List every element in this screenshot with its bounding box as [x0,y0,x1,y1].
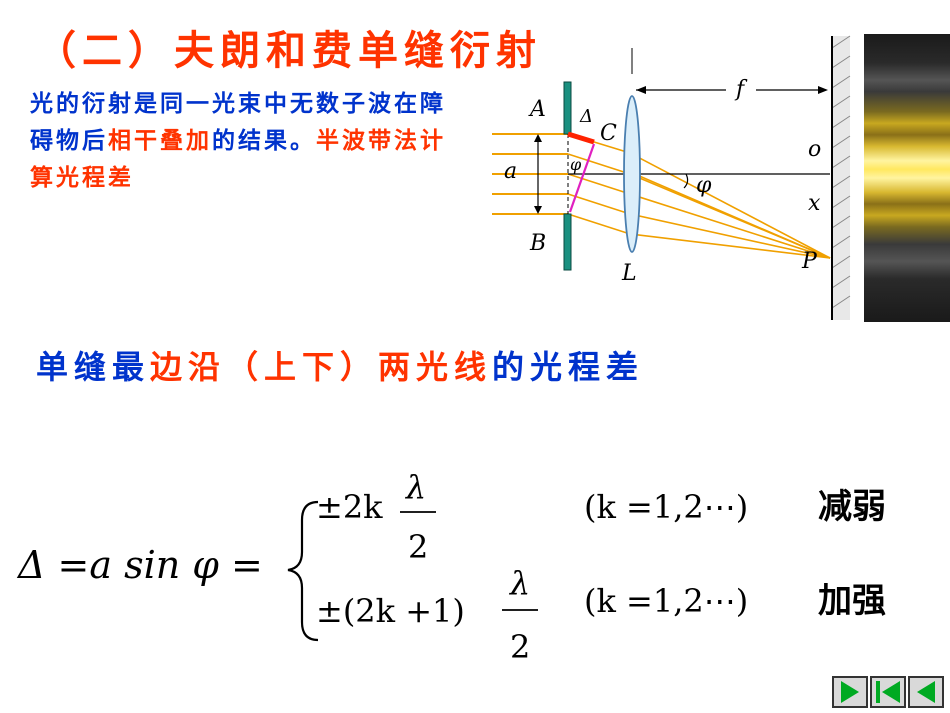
diffraction-diagram: A B C Δ a φ φ L f o x P [492,35,851,320]
case1-result: 减弱 [818,487,886,527]
bar-icon [876,681,880,703]
path-difference-segment [567,131,595,145]
intro-paragraph: 光的衍射是同一光束中无数子波在障碍物后相干叠加的结果。半波带法计算光程差 [30,86,450,197]
next-slide-button[interactable] [832,676,868,708]
arrow-left-icon [636,86,646,94]
central-ray [629,171,831,259]
angle-arc [683,173,689,189]
arrow-right-icon [818,86,828,94]
subtitle-text-3: 的光程差 [492,348,645,386]
label-delta: Δ [579,106,593,127]
rewind-icon [882,681,900,703]
play-icon [841,681,859,703]
case1-denominator: 2 [408,528,428,566]
label-x: x [808,191,821,216]
convex-lens [623,95,641,253]
formula-lhs: Δ =a sin φ = [16,543,263,587]
intro-text-1: 光的衍射是同一光束中无数子波在障碍物后 [30,91,446,154]
case2-denominator: 2 [510,628,530,666]
label-f: f [734,77,748,102]
case2-numerator: λ [508,564,530,602]
slide-title: （二）夫朗和费单缝衍射 [36,28,542,74]
screen-hatching [831,35,851,309]
slide-navigation [832,676,944,708]
subtitle-text-2: 边沿（上下）两光线 [150,348,493,386]
case1-expression: ±2k [316,488,383,526]
intro-text-2: 相干叠加 [108,128,212,154]
arrow-up-icon [534,134,542,142]
diffracted-ray [567,213,831,259]
label-C: C [600,121,617,146]
intro-text-4: 半波带法计算光程差 [30,128,446,191]
intro-text-3: 的结果。 [212,128,316,154]
case1-condition: (k =1,2⋯) [584,488,748,526]
subtitle: 单缝最边沿（上下）两光线的光程差 [36,342,644,388]
case2-expression: ±(2k +1) [316,592,465,630]
first-slide-button[interactable] [870,676,906,708]
label-phi-slit: φ [570,155,582,174]
back-icon [917,681,935,703]
label-P: P [801,249,818,274]
diffraction-pattern-image [864,34,950,322]
case2-condition: (k =1,2⋯) [584,582,748,620]
incident-rays [492,133,568,215]
label-A: A [528,97,546,122]
label-L: L [621,261,637,286]
perpendicular-line [568,143,596,213]
case2-result: 加强 [818,581,886,621]
slit-upper-edge [563,81,572,135]
observation-screen [832,36,850,320]
brace [287,500,319,642]
formula: Δ =a sin φ = ±2k λ 2 (k =1,2⋯) 减弱 ±(2k +… [16,468,886,666]
label-o: o [808,137,821,162]
arrow-down-icon [534,206,542,214]
slit-lower-edge [563,213,572,271]
subtitle-text-1: 单缝最 [36,348,151,386]
label-B: B [529,231,546,256]
label-phi: φ [696,173,712,198]
previous-slide-button[interactable] [908,676,944,708]
label-a: a [504,159,517,184]
case1-numerator: λ [404,468,426,506]
